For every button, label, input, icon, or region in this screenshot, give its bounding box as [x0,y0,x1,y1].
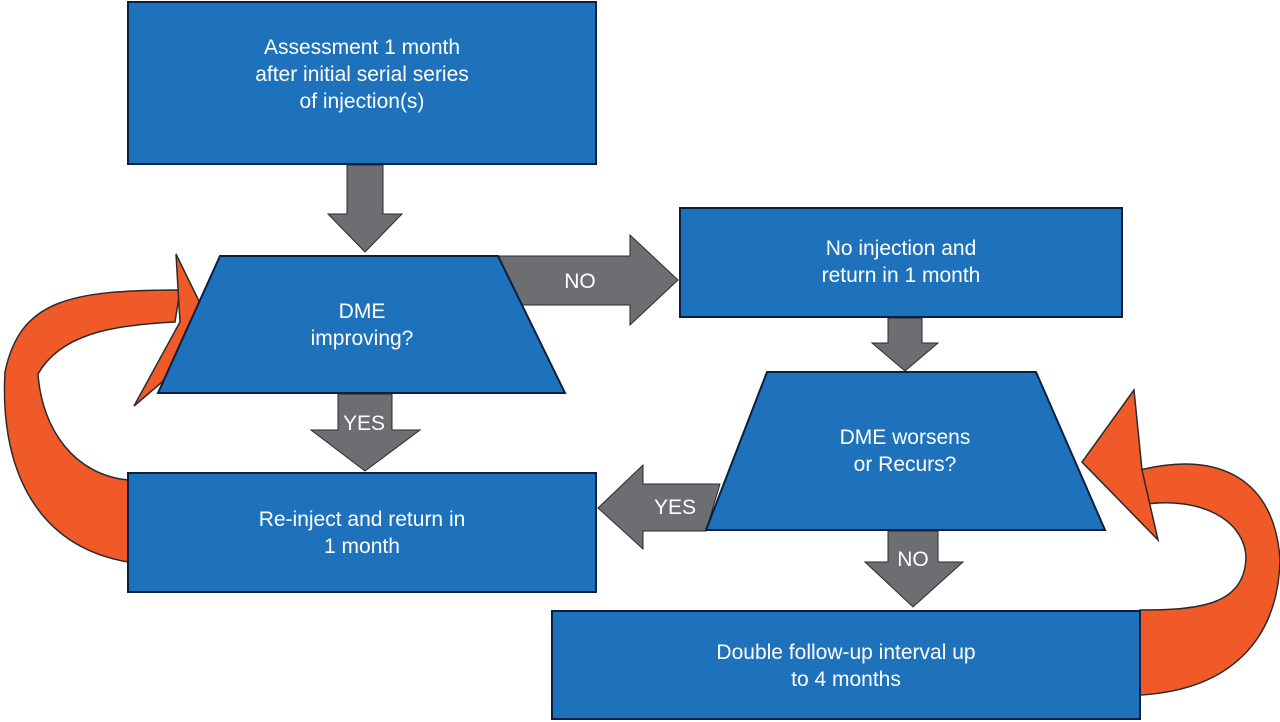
text-dme-improving: DME improving? [311,300,414,350]
assessment-line2: after initial serial series [255,63,469,86]
node-dme-worsens [704,371,1107,531]
assessment-line1: Assessment 1 month [264,36,460,59]
label-improving-no: NO [564,270,596,293]
text-assessment: Assessment 1 month after initial serial … [255,36,469,113]
noinjection-line2: return in 1 month [822,264,981,287]
right-loop-head [1081,387,1160,543]
noinjection-line1: No injection and [826,237,977,260]
node-reinject [127,472,597,593]
label-worsens-yes: YES [654,496,696,519]
right-loop-arrow [1081,387,1280,696]
text-double-followup: Double follow-up interval up to 4 months [716,641,975,691]
arrow-improving-yes [309,393,422,472]
followup-line2: to 4 months [791,668,901,691]
text-no-injection: No injection and return in 1 month [822,237,981,287]
arrow-worsens-no [863,530,965,608]
node-assessment [127,1,597,165]
text-dme-worsens: DME worsens or Recurs? [840,426,971,476]
node-dme-improving [156,255,567,394]
arrow-noinjection-to-worsens [870,317,940,372]
label-worsens-no: NO [897,548,929,571]
reinject-line2: 1 month [324,535,400,558]
worsens-line1: DME worsens [840,426,971,449]
right-loop-band [1139,463,1280,696]
improving-line1: DME [339,300,386,323]
node-double-followup [551,610,1141,720]
text-reinject: Re-inject and return in 1 month [259,508,466,558]
worsens-line2: or Recurs? [854,453,957,476]
improving-line2: improving? [311,327,414,350]
arrow-worsens-yes [597,463,721,551]
arrow-improving-no [497,233,679,327]
reinject-line1: Re-inject and return in [259,508,466,531]
left-loop-band [3,289,181,563]
label-improving-yes: YES [343,412,385,435]
followup-line1: Double follow-up interval up [716,641,975,664]
arrow-assessment-to-improving [326,164,404,253]
assessment-line3: of injection(s) [300,90,425,113]
node-no-injection [679,207,1123,318]
